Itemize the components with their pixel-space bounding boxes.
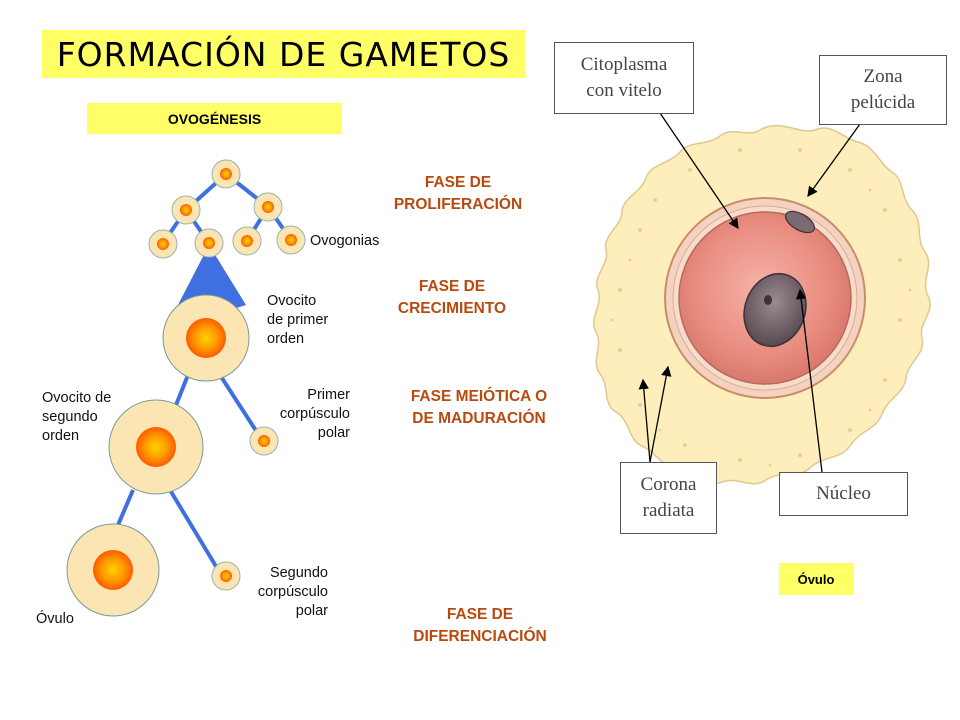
- first-polar-body-cell: [249, 426, 279, 456]
- label-line: polar: [317, 425, 350, 441]
- label-line: polar: [295, 603, 328, 619]
- callout-line: pelúcida: [850, 92, 916, 113]
- callout-line: Citoplasma: [580, 54, 668, 75]
- callout-line: con vitelo: [586, 80, 662, 101]
- ovum-cell: [66, 523, 160, 617]
- primary-oocyte-cell: [162, 294, 250, 382]
- phase-line: DIFERENCIACIÓN: [413, 628, 547, 645]
- label-line: corpúsculo: [257, 584, 328, 600]
- label-line: Segundo: [269, 565, 328, 581]
- callout-nucleo: Núcleo: [779, 472, 908, 516]
- callout-line: Corona: [640, 474, 697, 495]
- callout-corona-radiata: Corona radiata: [620, 462, 717, 534]
- title-banner: FORMACIÓN DE GAMETOS: [42, 30, 525, 78]
- label-line: orden: [267, 331, 305, 347]
- callout-line: radiata: [642, 500, 695, 521]
- phase-diferenciacion: FASE DE DIFERENCIACIÓN: [380, 604, 580, 648]
- label-ovocito-primer-orden: Ovocito de primer orden: [267, 292, 328, 349]
- phase-meiotica: FASE MEIÓTICA O DE MADURACIÓN: [378, 386, 580, 430]
- corona-granules: [610, 148, 912, 467]
- ovogonia-cell: [171, 195, 201, 225]
- phase-line: CRECIMIENTO: [397, 300, 507, 317]
- ovogonia-cell: [232, 226, 262, 256]
- page-title: FORMACIÓN DE GAMETOS: [56, 34, 511, 74]
- phase-crecimiento: FASE DE CRECIMIENTO: [372, 276, 532, 320]
- label-line: orden: [42, 428, 80, 444]
- callout-zona-pelucida: Zona pelúcida: [819, 55, 947, 125]
- ovogonia-cell: [211, 159, 241, 189]
- phase-line: DE MADURACIÓN: [412, 410, 546, 427]
- label-ovulo: Óvulo: [36, 611, 74, 627]
- callout-citoplasma: Citoplasma con vitelo: [554, 42, 694, 114]
- second-polar-body-cell: [211, 561, 241, 591]
- label-line: Primer: [307, 387, 350, 403]
- ovogonia-cell: [276, 225, 306, 255]
- label-line: Ovocito: [267, 293, 317, 309]
- phase-line: FASE DE: [424, 174, 492, 191]
- label-line: segundo: [42, 409, 98, 425]
- ovogonia-cell: [253, 192, 283, 222]
- label-line: Ovocito de: [42, 390, 112, 406]
- phase-proliferacion: FASE DE PROLIFERACIÓN: [370, 172, 546, 216]
- ovum-illustration: [593, 124, 931, 485]
- callout-line: Zona: [863, 66, 903, 87]
- label-line: de primer: [267, 312, 329, 328]
- secondary-oocyte-cell: [108, 399, 204, 495]
- polar-body: [784, 210, 816, 234]
- label-line: corpúsculo: [279, 406, 350, 422]
- phase-line: FASE DE: [418, 278, 486, 295]
- ovulo-caption: Óvulo: [779, 563, 853, 595]
- ovogonia-cell: [194, 228, 224, 258]
- label-ovocito-segundo-orden: Ovocito de segundo orden: [42, 389, 111, 446]
- label-ovogonias: Ovogonias: [310, 233, 380, 249]
- callout-arrows: [638, 112, 861, 473]
- ovogonia-cells: [148, 159, 306, 259]
- ovogonia-cell: [148, 229, 178, 259]
- label-segundo-corpusculo: Segundo corpúsculo polar: [222, 564, 328, 621]
- label-primer-corpusculo: Primer corpúsculo polar: [248, 386, 350, 443]
- phase-line: PROLIFERACIÓN: [393, 196, 523, 213]
- phase-line: FASE DE: [446, 606, 514, 623]
- phase-line: FASE MEIÓTICA O: [410, 388, 548, 405]
- subtitle-banner: OVOGÉNESIS: [87, 103, 342, 134]
